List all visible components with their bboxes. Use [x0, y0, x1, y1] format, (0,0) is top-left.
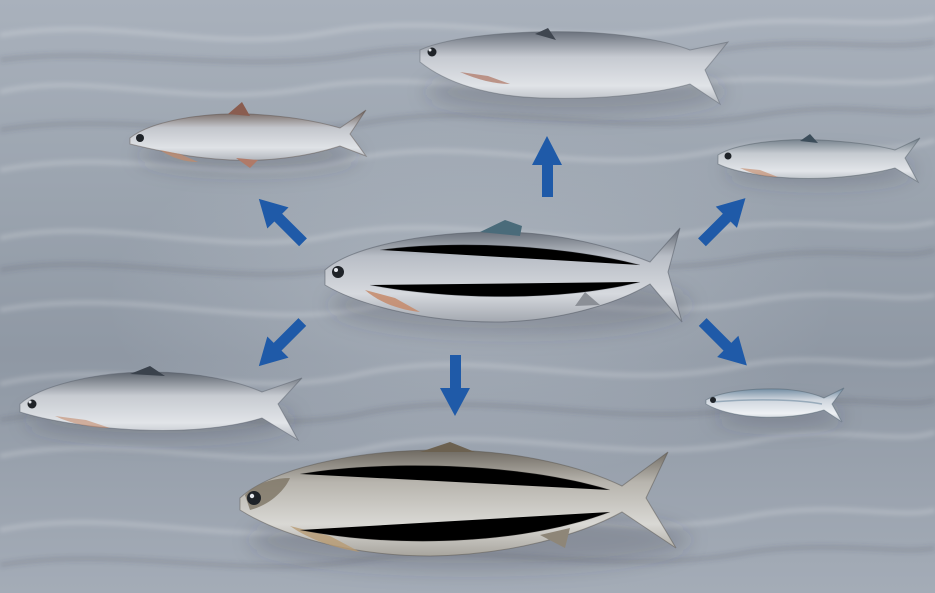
arrow-down-icon	[440, 355, 470, 416]
arrow-up-right-icon	[691, 188, 756, 253]
arrow-up-icon	[532, 136, 562, 197]
arrow-down-left-icon	[248, 312, 313, 377]
arrow-down-right-icon	[692, 311, 757, 376]
arrow-up-left-icon	[248, 188, 313, 253]
